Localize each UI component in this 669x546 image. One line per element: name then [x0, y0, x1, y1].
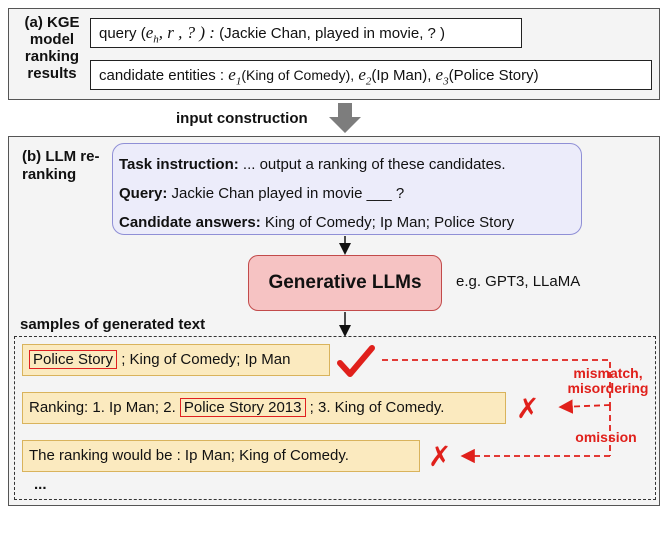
highlighted-answer: Police Story 2013 [179, 398, 306, 417]
candidate-name-2: (Ip Man), [371, 67, 432, 84]
wrong-mark-icon: ✗ [516, 392, 540, 425]
check-icon [337, 345, 375, 377]
query-value: (Jackie Chan, played in movie, ? ) [219, 25, 446, 42]
prompt-box: Task instruction: ... output a ranking o… [112, 143, 582, 235]
samples-label: samples of generated text [20, 316, 206, 333]
candidate-entities-box: candidate entities : e1(King of Comedy),… [90, 60, 652, 90]
candidate-name-3: (Police Story) [448, 67, 539, 84]
task-instruction-line: Task instruction: ... output a ranking o… [119, 156, 506, 173]
candidate-symbol-3: e3 [435, 65, 449, 88]
generative-llm-box: Generative LLMs [248, 255, 442, 311]
relation-symbol: , r , ? ) : [158, 23, 215, 42]
sample-text-2: Ranking: 1. Ip Man; 2. Police Story 2013… [22, 392, 506, 424]
llm-panel-label: (b) LLM re-ranking [22, 148, 100, 183]
omission-label: omission [575, 429, 637, 445]
more-samples-ellipsis: ... [34, 476, 47, 493]
candidate-symbol-2: e2 [358, 65, 372, 88]
kge-panel-label: (a) KGE model ranking results [24, 14, 80, 82]
input-construction-arrow [329, 103, 361, 133]
wrong-mark-icon: ✗ [428, 440, 452, 473]
input-construction-label: input construction [176, 110, 308, 127]
mismatch-misordering-label: mismatch, misordering [567, 365, 649, 396]
head-entity-symbol: eh [145, 23, 159, 46]
llm-examples: e.g. GPT3, LLaMA [456, 273, 581, 290]
correct-to-error-connector [382, 359, 611, 405]
query-prefix: query ( [99, 25, 146, 42]
candidate-name-1: (King of Comedy), [241, 67, 355, 83]
mismatch-arrow [558, 399, 611, 414]
candidate-symbol-1: e1 [228, 65, 242, 88]
candidates-prefix: candidate entities : [99, 67, 225, 84]
sample-text-3: The ranking would be : Ip Man; King of C… [22, 440, 420, 472]
sample-text-1: Police Story ; King of Comedy; Ip Man [22, 344, 330, 376]
query-line: Query: Jackie Chan played in movie ___ ? [119, 185, 405, 202]
samples-container [14, 336, 656, 500]
highlighted-answer: Police Story [29, 350, 118, 369]
query-box: query (eh, r , ? ) : (Jackie Chan, playe… [90, 18, 522, 48]
candidate-answers-line: Candidate answers: King of Comedy; Ip Ma… [119, 214, 515, 231]
